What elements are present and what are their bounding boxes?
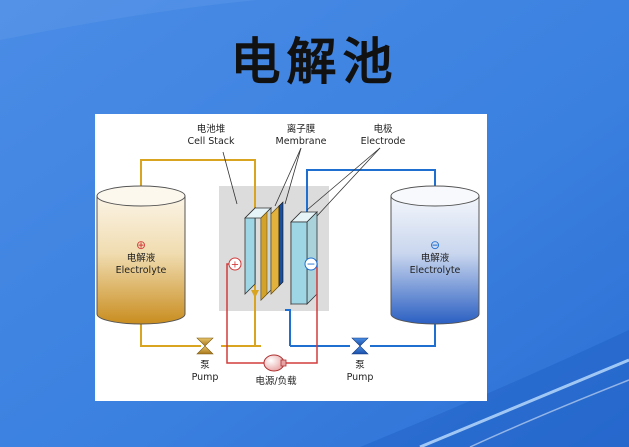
right-pump-label-en: Pump <box>346 372 374 383</box>
left-tank-sign: ⊕ <box>135 238 147 252</box>
left-pump-label: 泵 Pump <box>185 360 225 384</box>
right-tank-sign: ⊖ <box>429 238 441 252</box>
stack-positive-terminal <box>228 257 242 271</box>
left-pump-label-zh: 泵 <box>200 360 210 371</box>
electrode-label-en: Electrode <box>360 136 406 147</box>
right-tank-label-en: Electrolyte <box>409 265 461 276</box>
flow-battery-diagram: + − 电池堆 Cell Stack 离子膜 Membrane 电极 Elect… <box>95 114 487 401</box>
left-tank-label-en: Electrolyte <box>115 265 167 276</box>
power-load <box>263 354 287 372</box>
left-tank-label: ⊕ 电解液 Electrolyte <box>99 238 183 277</box>
electrode-label: 电极 Electrode <box>343 124 423 148</box>
left-tank-label-zh: 电解液 <box>126 253 156 264</box>
load-label: 电源/负载 <box>244 376 308 388</box>
negative-electrolyte-loop <box>285 169 436 347</box>
label-pointers <box>222 147 381 217</box>
membrane-label-en: Membrane <box>275 136 327 147</box>
left-pump <box>196 337 214 355</box>
right-electrolyte-tank <box>390 185 480 325</box>
left-electrolyte-tank <box>96 185 186 325</box>
background-swoosh <box>360 330 629 447</box>
ion-membrane-plate <box>270 205 280 295</box>
positive-felt <box>260 211 268 301</box>
cell-stack-label-zh: 电池堆 <box>196 124 226 135</box>
right-pump <box>351 337 369 355</box>
right-tank-label-zh: 电解液 <box>420 253 450 264</box>
electrode-label-zh: 电极 <box>373 124 393 135</box>
cell-stack-label-en: Cell Stack <box>187 136 235 147</box>
load-label-zh: 电源/负载 <box>255 376 297 387</box>
positive-flow-arrow <box>251 290 259 298</box>
right-pump-label: 泵 Pump <box>340 360 380 384</box>
right-pump-label-zh: 泵 <box>355 360 365 371</box>
positive-electrode-plate <box>244 207 256 295</box>
cell-stack-plates <box>244 201 318 305</box>
svg-text:−: − <box>306 258 315 271</box>
diagram-drawing: + − <box>96 147 480 372</box>
membrane-label-zh: 离子膜 <box>286 124 316 135</box>
stack-negative-terminal <box>304 257 318 271</box>
right-tank-label: ⊖ 电解液 Electrolyte <box>393 238 477 277</box>
left-pump-label-en: Pump <box>191 372 219 383</box>
slide-title: 电解池 <box>230 32 399 91</box>
svg-text:+: + <box>231 260 239 271</box>
membrane-label: 离子膜 Membrane <box>259 124 343 148</box>
cell-stack-label: 电池堆 Cell Stack <box>161 124 261 148</box>
